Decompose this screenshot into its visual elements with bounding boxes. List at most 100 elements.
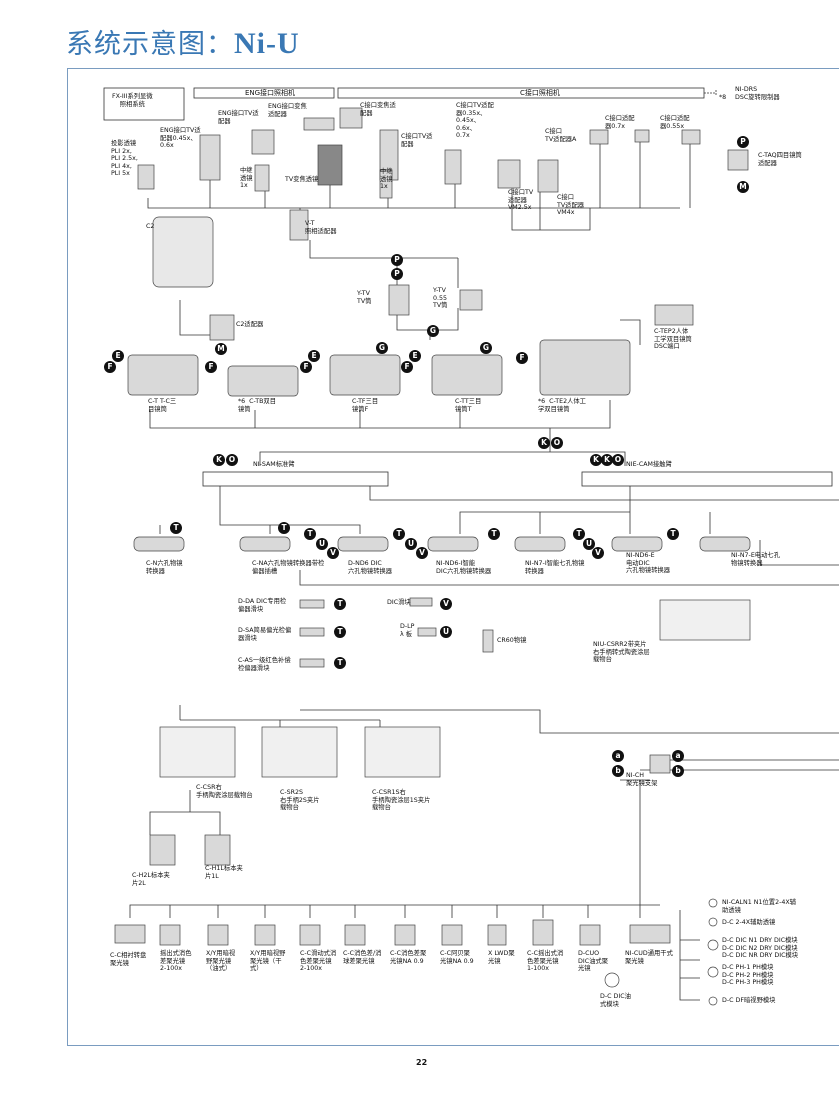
pin-t-nind6e: T — [573, 528, 585, 540]
pin-t-nind6i: T — [393, 528, 405, 540]
label-cas: C-AS一级红色补偿 检偏器滑块 — [238, 657, 291, 672]
label-ccsr: C-CSR右 手柄陶瓷涂层载物台 — [196, 784, 253, 799]
pin-e-ctt: E — [409, 350, 421, 362]
label-ccsr1s: C-CSR1S右 手柄陶瓷涂层1S夹片 载物台 — [372, 789, 431, 811]
label-c2-adapter: C2适配器 — [236, 321, 264, 328]
pin-k1-ecam: K — [590, 454, 602, 466]
pin-t-dda: T — [334, 598, 346, 610]
pin-v-cna6: V — [327, 547, 339, 559]
label-relay1: 中继 透镜 1x — [240, 167, 253, 189]
label-dc24: D-C 2-4X辅助透镜 — [722, 919, 776, 926]
label-swing-achro: 摇出式消色 差聚光镜 2-100x — [160, 950, 192, 972]
label-ch1l: C-H1L标本夹 片1L — [205, 865, 243, 880]
label-df: D-C DF暗视野模块 — [722, 997, 776, 1004]
label-dic-oil-mod: D-C DIC油 式模块 — [600, 993, 631, 1008]
pin-t-cna6: T — [278, 522, 290, 534]
pin-v-dic: V — [440, 598, 452, 610]
label-c-055: C接口适配 器0.55x — [660, 115, 690, 130]
label-xy-dark-oil: X/Y用暗视 野聚光镜 （油式） — [206, 950, 236, 972]
diagram-frame — [67, 68, 839, 1046]
pin-t-nin7e: T — [667, 528, 679, 540]
fx3-label: FX-III系列显微 照相系统 — [112, 93, 153, 108]
label-ctt: C-TT三目 镜筒T — [455, 398, 482, 413]
label-dic-slider: DIC滑块 — [387, 599, 411, 606]
label-nin7i: NI-N7-I智能七孔物镜 转换器 — [525, 560, 585, 575]
label-achro-aplan: C-C消色差/消 球差聚光镜 — [343, 950, 382, 965]
label-c-vm25: C接口TV 适配器 VM2.5x — [508, 189, 534, 211]
eng-port-header: ENG接口照相机 — [244, 89, 296, 97]
pin-g-ctf: G — [376, 342, 388, 354]
label-ytv: Y-TV TV筒 — [357, 290, 372, 305]
label-c-vm4: C接口 TV适配器 VM4x — [557, 194, 585, 216]
pin-o-sam: O — [226, 454, 238, 466]
pin-t-nin7i: T — [488, 528, 500, 540]
pin-o-ecam: O — [612, 454, 624, 466]
label-dnd6: D-ND6 DIC 六孔物镜转换器 — [348, 560, 393, 575]
label-cr60: CR60物镜 — [497, 637, 527, 644]
label-ytv055: Y-TV 0.55 TV筒 — [433, 287, 448, 309]
label-ph: D-C PH-1 PH模块 D-C PH-2 PH模块 D-C PH-3 PH模… — [722, 964, 774, 986]
label-ctb: *6 C-TB双目 镜筒 — [238, 398, 277, 413]
label-nind6e: NI-ND6-E 电动DIC 六孔物镜转换器 — [626, 552, 671, 574]
pin-f-ctb: F — [205, 361, 217, 373]
pin-g-ctt: G — [480, 342, 492, 354]
label-c-tva: C接口 TV适配器A — [545, 128, 577, 143]
label-nind6i: NI-ND6-I智能 DIC六孔物镜转换器 — [436, 560, 492, 575]
label-cte2: *6 C-TE2人体工 学双目镜筒 — [538, 398, 586, 413]
label-eng-tv045: ENG接口TV适 配器0.45x、 0.6x — [160, 127, 201, 149]
label-niecam: NIE-CAM接触臂 — [626, 461, 672, 468]
label-csr2s: C-SR2S 右手柄2S夹片 载物台 — [280, 789, 320, 811]
pin-t-cna6b: T — [304, 528, 316, 540]
label-calnl: NI-CALN1 N1位置2-4X辅 助透镜 — [722, 899, 796, 914]
pin-p2: P — [391, 268, 403, 280]
label-nisam: NI-SAM标准臂 — [253, 461, 295, 468]
label-niucsrr2: NIU-CSRR2带夹片 右手柄转式陶瓷涂层 载物台 — [593, 641, 650, 663]
pin-p1: P — [391, 254, 403, 266]
pin-k-sam: K — [213, 454, 225, 466]
nidrs-note: *8 — [719, 94, 727, 101]
label-ch2l: C-H2L标本夹 片2L — [132, 872, 170, 887]
label-tv-zoom: TV变焦透镜 — [285, 176, 319, 183]
pin-f-ctc: F — [104, 361, 116, 373]
pin-m-c2: M — [215, 343, 227, 355]
label-dcuo: D-CUO DIC油式聚 光镜 — [578, 950, 608, 972]
label-eng-zoom: ENG接口变焦 适配器 — [268, 103, 307, 118]
label-c-phase: C-C相衬转盘 聚光镜 — [110, 952, 147, 967]
pin-u-cna6: U — [316, 538, 328, 550]
label-dlp: D-LP λ 板 — [400, 623, 415, 638]
label-swing-achro2: C-C摇出式消 色差聚光镜 1-100x — [527, 950, 564, 972]
label-xlwd: X LWD聚 光镜 — [488, 950, 515, 965]
label-dda: D-DA DIC专用检 偏器滑块 — [238, 598, 287, 613]
label-nin7e: NI-N7-E电动七孔 物镜转换器 — [731, 552, 780, 567]
pin-a-right: a — [672, 750, 684, 762]
page-number: 22 — [416, 1058, 428, 1067]
pin-f-cte2: F — [516, 352, 528, 364]
label-c-tv035: C接口TV适配 器0.35x、 0.45x、 0.6x、 0.7x — [456, 102, 494, 139]
label-dsa: D-SA简易偏光检偏 器滑块 — [238, 627, 292, 642]
pin-t-cas: T — [334, 657, 346, 669]
label-ctep2: C-TEP2人体 工学双目镜筒 DSC端口 — [654, 328, 692, 350]
label-slide-achro: C-C滑动式消 色差聚光镜 2-100x — [300, 950, 337, 972]
pin-a-left: a — [612, 750, 624, 762]
pin-f-ctf: F — [300, 361, 312, 373]
pin-t-cn6: T — [170, 522, 182, 534]
label-eng-tv: ENG接口TV适 配器 — [218, 110, 259, 125]
pin-b-left: b — [612, 765, 624, 777]
label-c-zoom: C接口变焦适 配器 — [360, 102, 396, 117]
pin-p-taq: P — [737, 136, 749, 148]
label-nich: NI-CH 聚光镜支架 — [626, 772, 658, 787]
nidrs-label: NI-DRS DSC旋转限制器 — [735, 86, 780, 101]
pin-b-right: b — [672, 765, 684, 777]
label-c2: C2 — [146, 223, 155, 230]
pin-k-bus: K — [538, 437, 550, 449]
page-title: 系统示意图：Ni-U — [66, 27, 300, 60]
pin-v-nind6i: V — [416, 547, 428, 559]
label-c-07: C接口适配 器0.7x — [605, 115, 635, 130]
pin-v-nind6e: V — [592, 547, 604, 559]
c-port-header: C接口照相机 — [520, 89, 560, 97]
pin-u-dlp: U — [440, 626, 452, 638]
label-achro-09: C-C消色差聚 光镜NA 0.9 — [390, 950, 427, 965]
label-xy-dark-dry: X/Y用暗视野 聚光镜（干 式） — [250, 950, 286, 972]
label-abbe-09: C-C阿贝聚 光镜NA 0.9 — [440, 950, 474, 965]
pin-u-nind6i: U — [405, 538, 417, 550]
